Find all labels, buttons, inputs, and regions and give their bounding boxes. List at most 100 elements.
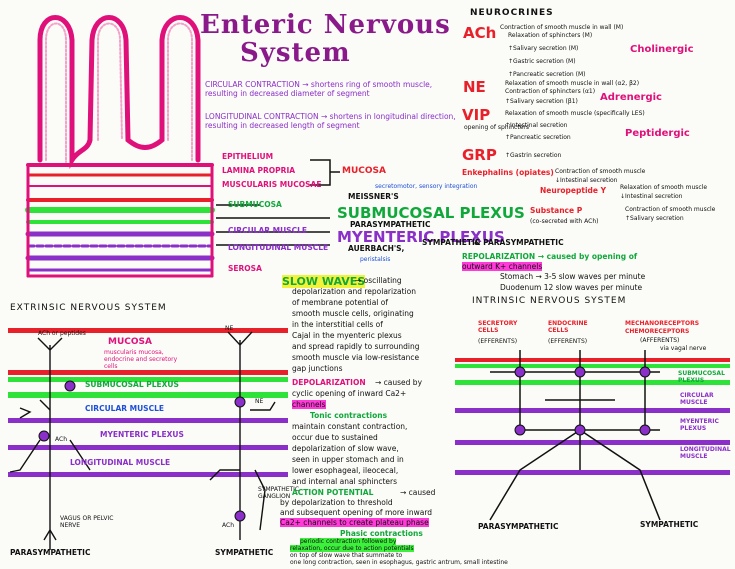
via-vagal: via vagal nerve — [660, 345, 707, 352]
phasic-heading: Phasic contractions — [340, 529, 423, 538]
layer-submucosa: SUBMUCOSA — [228, 200, 282, 209]
extrinsic-ach-peptides: ACh or peptides — [38, 330, 86, 337]
extrinsic-mucosa-sub: muscularis mucosa, endocrine and secreto… — [104, 349, 178, 370]
vip-line-3: ↑Pancreatic secretion — [505, 134, 571, 141]
npy-label: Neuropeptide Y — [540, 186, 607, 195]
extrinsic-ne-2: NE — [255, 398, 264, 405]
submucosal-parasympathetic: PARASYMPATHETIC — [350, 220, 431, 229]
extrinsic-myenteric: MYENTERIC PLEXUS — [100, 430, 184, 439]
duodenum-rate: Duodenum 12 slow waves per minute — [500, 283, 643, 292]
vip-note: opening of sphincters — [464, 124, 529, 131]
substance-p-note: (co-secreted with ACh) — [530, 218, 599, 225]
slow-body-4: in the interstitial cells of — [292, 320, 383, 329]
slow-body-3: smooth muscle cells, originating — [292, 309, 414, 318]
ap-body-0: → caused — [400, 488, 436, 497]
intrinsic-bands — [455, 358, 730, 475]
enk-line-2: ↓Intestinal secretion — [555, 177, 618, 184]
afferents: (AFFERENTS) — [640, 337, 680, 344]
myenteric-function-note: peristalsis — [360, 256, 391, 263]
slow-body-7: smooth muscle via low-resistance — [292, 353, 420, 362]
intrinsic-heading: INTRINSIC NERVOUS SYSTEM — [472, 296, 627, 306]
circular-contraction-def: CIRCULAR CONTRACTION → shortens ring of … — [205, 80, 433, 98]
grp-line-1: ↑Gastrin secretion — [505, 152, 562, 159]
intrinsic-submucosal: SUBMUCOSAL PLEXUS — [678, 370, 725, 384]
layer-epithelium: EPITHELIUM — [222, 152, 274, 161]
tonic-body-0: maintain constant contraction, — [292, 422, 408, 431]
extrinsic-neurons — [9, 331, 276, 550]
repolarization-line1: REPOLARIZATION → caused by opening of — [462, 252, 638, 261]
substance-p-label: Substance P — [530, 206, 583, 215]
extrinsic-bands — [8, 328, 288, 477]
slow-body-8: gap junctions — [292, 364, 343, 373]
depol-body-1: cyclic opening of inward Ca2+ — [292, 389, 407, 398]
stomach-rate: Stomach → 3-5 slow waves per minute — [500, 272, 646, 281]
intrinsic-myenteric: MYENTERIC PLEXUS — [680, 418, 719, 432]
secretory-cells: SECRETORY CELLS — [478, 320, 518, 334]
ach-line-2: Relaxation of sphincters (M) — [508, 32, 593, 39]
phasic-body-1: relaxation, occur due to action potentia… — [290, 545, 414, 552]
neurocrines-heading: NEUROCRINES — [470, 8, 554, 18]
npy-line-1: Relaxation of smooth muscle — [620, 184, 708, 191]
tonic-body-5: and internal anal sphincters — [292, 477, 397, 486]
ne-line-3: ↑Salivary secretion (β1) — [505, 98, 578, 105]
depol-body-2: channels — [292, 400, 326, 409]
myenteric-sympathetic: SYMPATHETIC — [422, 238, 481, 247]
meissners-label: MEISSNER'S — [348, 192, 399, 201]
ach-line-5: ↑Pancreatic secretion (M) — [508, 71, 586, 78]
tonic-body-2: depolarization of slow wave, — [292, 444, 399, 453]
slow-body-1: depolarization and repolarization — [292, 287, 416, 296]
extrinsic-ach: ACh — [55, 436, 67, 443]
page-title-line1: Enteric Nervous — [200, 10, 451, 40]
extrinsic-heading: EXTRINSIC NERVOUS SYSTEM — [10, 303, 167, 313]
depolarization-heading: DEPOLARIZATION — [292, 378, 366, 387]
ach-label: ACh — [463, 24, 497, 42]
chemoreceptors: CHEMORECEPTORS — [625, 328, 690, 335]
endocrine-cells: ENDOCRINE CELLS — [548, 320, 588, 334]
vagus-label: VAGUS OR PELVIC NERVE — [60, 515, 114, 529]
slow-body-6: and spread rapidly to surrounding — [292, 342, 420, 351]
tonic-body-1: occur due to sustained — [292, 433, 378, 442]
ach-line-3: ↑Salivary secretion (M) — [508, 45, 579, 52]
slow-waves-heading: SLOW WAVES — [282, 275, 366, 288]
tonic-heading: Tonic contractions — [310, 411, 388, 420]
slow-body-5: Cajal in the myenteric plexus — [292, 331, 402, 340]
slow-body-2: of membrane potential of — [292, 298, 389, 307]
phasic-body-2: on top of slow wave that summate to — [290, 552, 403, 559]
slow-body-0: → oscillating — [355, 276, 402, 285]
myenteric-plexus-label: MYENTERIC PLEXUS — [337, 228, 505, 246]
vip-line-1: Relaxation of smooth muscle (specificall… — [505, 110, 645, 117]
ap-body-1: by depolarization to threshold — [280, 498, 393, 507]
extrinsic-submucosal: SUBMUCOSAL PLEXUS — [85, 380, 179, 389]
extrinsic-longitudinal: LONGITUDINAL MUSCLE — [70, 458, 171, 467]
phasic-body-3: one long contraction, seen in esophagus,… — [290, 559, 508, 566]
sympathetic-ganglion: SYMPATHETIC GANGLION — [258, 486, 300, 500]
submucosal-function-note: secretomotor, sensory integration — [375, 183, 478, 190]
ach-line-4: ↑Gastric secretion (M) — [508, 58, 576, 65]
vip-tag: Peptidergic — [625, 128, 690, 139]
auerbachs-label: AUERBACH'S, — [348, 244, 405, 253]
phasic-body-0: periodic contraction followed by — [300, 538, 397, 545]
submucosal-plexus-label: SUBMUCOSAL PLEXUS — [337, 204, 525, 222]
intrinsic-circular: CIRCULAR MUSCLE — [680, 392, 714, 406]
layer-lamina-propria: LAMINA PROPRIA — [222, 166, 296, 175]
tonic-body-4: lower esophageal, ileocecal, — [292, 466, 399, 475]
action-potential-heading: ACTION POTENTIAL — [292, 488, 374, 497]
extrinsic-circular: CIRCULAR MUSCLE — [85, 404, 164, 413]
myenteric-parasympathetic: & PARASYMPATHETIC — [474, 238, 564, 247]
subp-line-1: Contraction of smooth muscle — [625, 206, 716, 213]
layer-serosa: SEROSA — [228, 264, 262, 273]
intrinsic-network — [489, 350, 661, 521]
npy-line-2: ↓Intestinal secretion — [620, 193, 683, 200]
extrinsic-parasympathetic: PARASYMPATHETIC — [10, 548, 91, 557]
longitudinal-contraction-def: LONGITUDINAL CONTRACTION → shortens in l… — [205, 112, 456, 130]
layer-longitudinal-muscle: LONGITUDINAL MUSCLE — [228, 243, 329, 252]
enk-line-1: Contraction of smooth muscle — [555, 168, 646, 175]
mechanoreceptors: MECHANORECEPTORS — [625, 320, 700, 327]
layer-circular-muscle: CIRCULAR MUSCLE — [228, 226, 307, 235]
extrinsic-sympathetic: SYMPATHETIC — [215, 548, 274, 557]
extrinsic-ach-sym: ACh — [222, 522, 234, 529]
intrinsic-longitudinal: LONGITUDINAL MUSCLE — [680, 446, 731, 460]
efferents-2: (EFFERENTS) — [548, 338, 588, 345]
